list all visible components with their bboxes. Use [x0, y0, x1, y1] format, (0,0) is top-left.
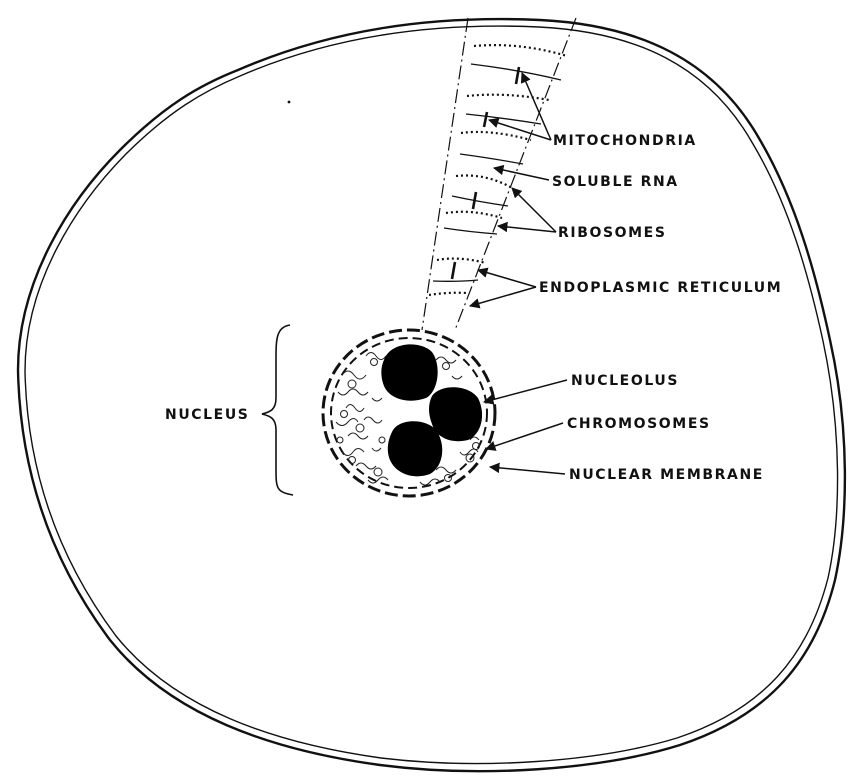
label-nuclear-membrane: NUCLEAR MEMBRANE [569, 467, 764, 483]
label-endoplasmic-reticulum: ENDOPLASMIC RETICULUM [539, 280, 782, 296]
arrow-soluble-rna [494, 168, 549, 180]
label-soluble-rna: SOLUBLE RNA [552, 174, 679, 190]
nucleus [323, 330, 495, 496]
arrow-er-2 [470, 287, 536, 306]
arrow-ribosomes-2 [498, 226, 556, 232]
cell-membrane-inner [25, 26, 838, 763]
arrow-er-1 [478, 270, 536, 287]
arrow-nucleolus [484, 380, 567, 402]
nucleus-brace [262, 325, 293, 495]
arrow-ribosomes-1 [512, 188, 556, 232]
cell-membrane-outer [18, 19, 845, 771]
arrow-mitochondria-2 [489, 120, 551, 140]
label-chromosomes: CHROMOSOMES [567, 416, 711, 432]
nucleolus-upper [381, 344, 437, 400]
label-nucleus: NUCLEUS [165, 407, 250, 423]
label-ribosomes: RIBOSOMES [558, 225, 667, 241]
arrow-chromosomes [486, 423, 563, 449]
label-nucleolus: NUCLEOLUS [571, 373, 679, 389]
speck [288, 101, 291, 104]
label-mitochondria: MITOCHONDRIA [553, 133, 697, 149]
arrow-nuclear-membrane [490, 467, 565, 474]
arrow-mitochondria-1 [522, 73, 551, 140]
nucleolus-lower [388, 421, 442, 476]
